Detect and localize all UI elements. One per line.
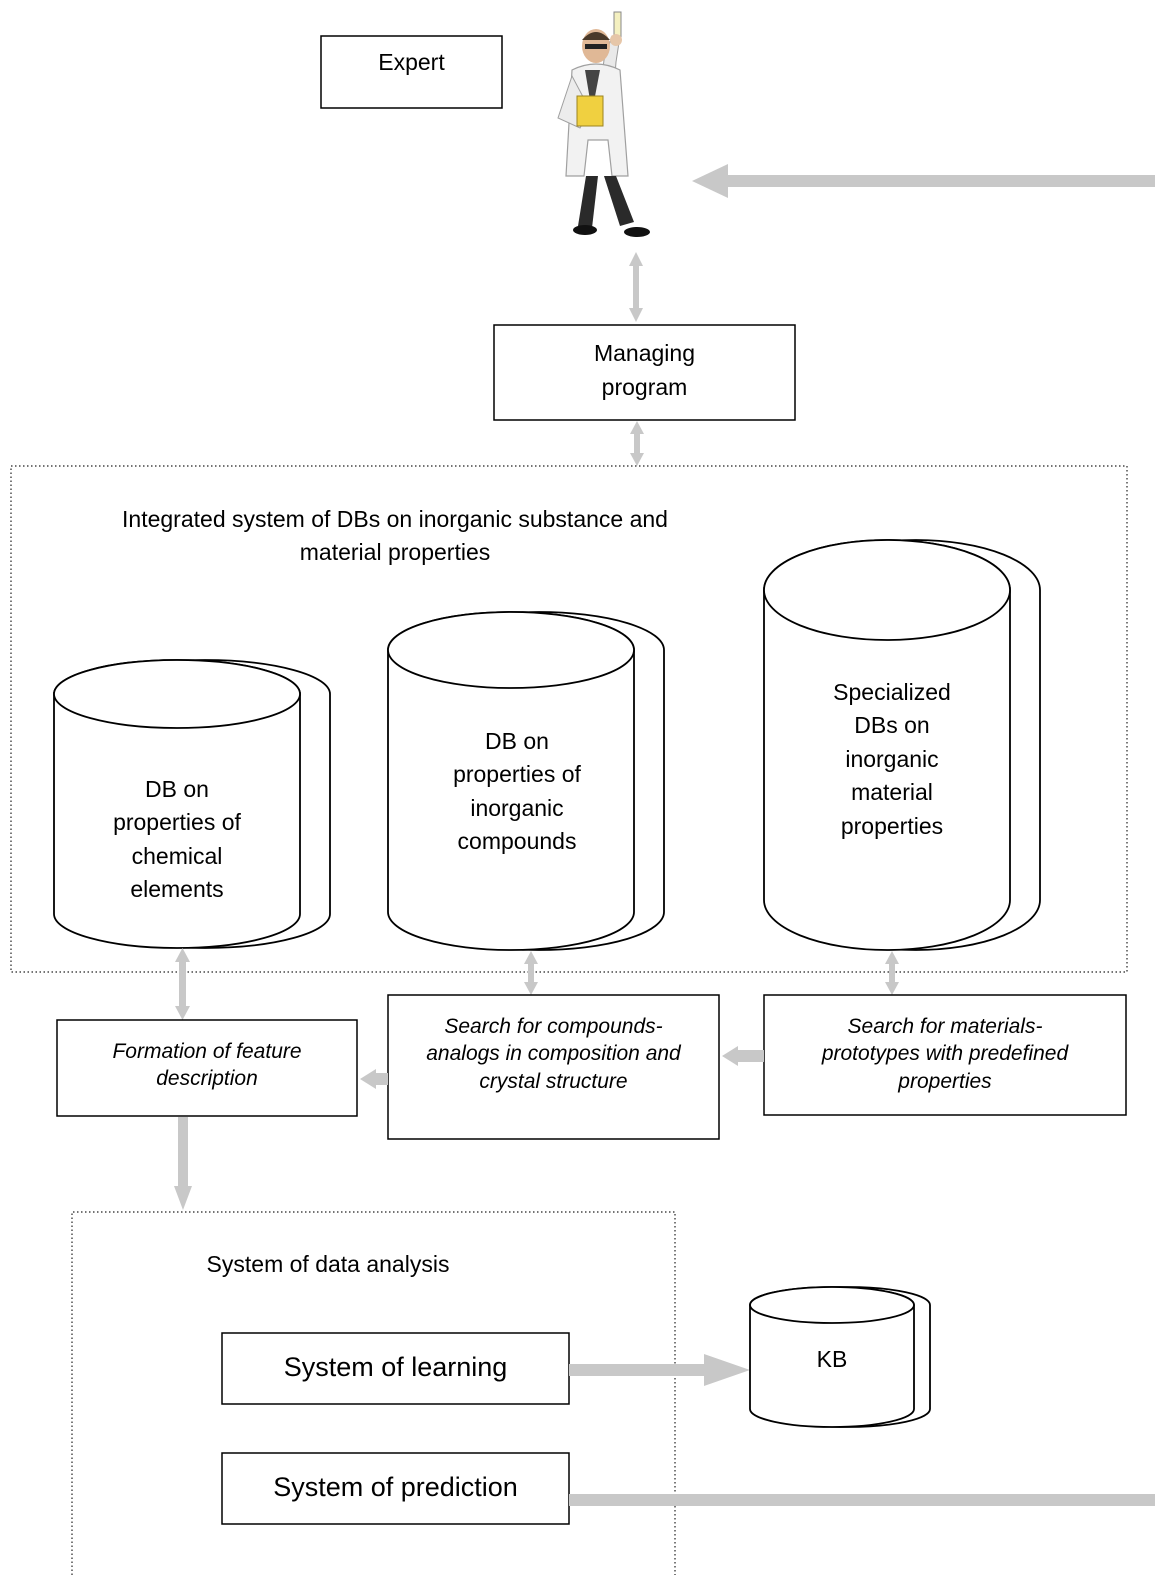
feedback-arrow-to-expert <box>692 164 1155 198</box>
integrated-system-title-line-1: Integrated system of DBs on inorganic su… <box>122 506 668 532</box>
db-elements-line-3: chemical <box>132 843 223 869</box>
db-compounds-line-1: DB on <box>485 728 549 754</box>
db-compounds-line-2: properties of <box>453 761 581 787</box>
db-specialized-line-3: inorganic <box>845 746 938 772</box>
prediction-box: System of prediction <box>221 1452 570 1525</box>
db-specialized-line-1: Specialized <box>833 679 951 705</box>
db-elements-cylinder: DB on properties of chemical elements <box>53 659 331 949</box>
integrated-system-container: Integrated system of DBs on inorganic su… <box>10 465 1128 973</box>
search-compounds-line-2: analogs in composition and <box>426 1042 682 1065</box>
prediction-output-line <box>569 1494 1155 1506</box>
kb-cylinder: KB <box>749 1286 931 1428</box>
elements-feature-double-arrow <box>175 948 190 1020</box>
expert-label: Expert <box>378 49 445 75</box>
data-analysis-container: System of data analysis <box>71 1211 676 1575</box>
search-compounds-line-1: Search for compounds- <box>444 1015 662 1038</box>
integrated-system-title-line-2: material properties <box>300 539 490 565</box>
search-compounds-line-3: crystal structure <box>479 1070 627 1093</box>
search-materials-box: Search for materials- prototypes with pr… <box>763 994 1127 1116</box>
db-elements-line-2: properties of <box>113 809 241 835</box>
expert-box: Expert <box>320 35 503 109</box>
feature-to-analysis-arrow <box>174 1117 192 1210</box>
search-materials-line-2: prototypes with predefined <box>821 1042 1070 1065</box>
compounds-search-double-arrow <box>524 951 538 995</box>
materials-to-compounds-arrow <box>722 1046 764 1066</box>
db-specialized-line-2: DBs on <box>854 712 929 738</box>
learning-box: System of learning <box>221 1332 570 1405</box>
db-elements-line-1: DB on <box>145 776 209 802</box>
learning-label: System of learning <box>284 1352 508 1382</box>
managing-program-line-2: program <box>602 374 688 400</box>
db-specialized-cylinder: Specialized DBs on inorganic material pr… <box>763 539 1041 951</box>
search-materials-line-3: properties <box>897 1070 992 1093</box>
db-specialized-line-5: properties <box>841 813 943 839</box>
data-analysis-title: System of data analysis <box>207 1251 450 1277</box>
db-specialized-line-4: material <box>851 779 933 805</box>
db-compounds-line-3: inorganic <box>470 795 563 821</box>
compounds-to-feature-arrow <box>360 1069 388 1089</box>
managing-integrated-double-arrow <box>630 421 644 466</box>
search-materials-line-1: Search for materials- <box>848 1015 1043 1038</box>
prediction-label: System of prediction <box>273 1472 518 1502</box>
db-elements-line-4: elements <box>130 876 223 902</box>
managing-program-line-1: Managing <box>594 340 695 366</box>
feature-formation-line-2: description <box>156 1067 258 1090</box>
search-compounds-box: Search for compounds- analogs in composi… <box>387 994 720 1140</box>
db-compounds-line-4: compounds <box>458 828 577 854</box>
db-compounds-cylinder: DB on properties of inorganic compounds <box>387 611 665 951</box>
kb-label: KB <box>817 1346 848 1372</box>
specialized-search-double-arrow <box>885 951 899 995</box>
feature-formation-box: Formation of feature description <box>56 1019 358 1117</box>
learning-to-kb-arrow <box>569 1354 750 1386</box>
expert-managing-double-arrow <box>629 252 643 322</box>
scientist-figure-icon <box>557 11 650 237</box>
managing-program-box: Managing program <box>493 324 796 421</box>
feature-formation-line-1: Formation of feature <box>112 1040 301 1063</box>
